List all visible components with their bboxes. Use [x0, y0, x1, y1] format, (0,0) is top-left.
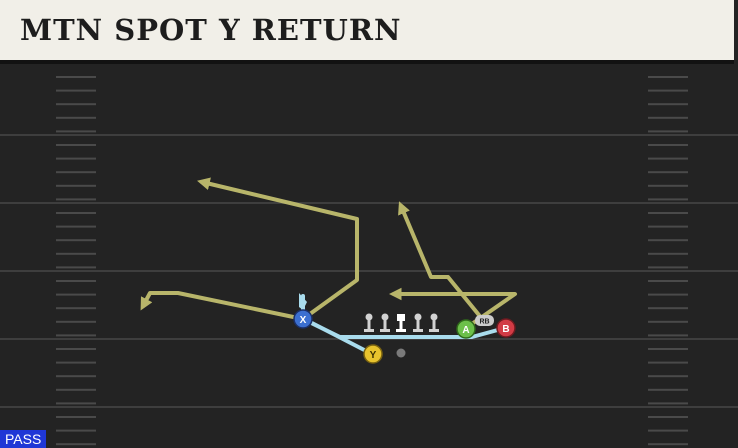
hash-mark [56, 307, 96, 310]
hash-mark [56, 334, 96, 337]
center-icon [396, 314, 406, 332]
hash-mark [648, 429, 688, 432]
hash-mark [56, 171, 96, 174]
title-bar: MTN SPOT Y RETURN [0, 0, 734, 64]
hash-mark [56, 252, 96, 255]
hash-marks [56, 76, 688, 446]
player-y-label: Y [370, 350, 377, 361]
hash-mark [56, 239, 96, 242]
hash-mark [56, 144, 96, 146]
hash-mark [56, 280, 96, 282]
hash-mark [648, 239, 688, 242]
hash-mark [56, 320, 96, 323]
hash-mark [648, 212, 688, 214]
hash-mark [648, 266, 688, 269]
hash-mark [56, 198, 96, 201]
lineman-icon [413, 313, 423, 332]
player-y[interactable]: Y [363, 344, 383, 364]
hash-mark [648, 348, 688, 350]
hash-mark [56, 429, 96, 432]
hash-mark [648, 116, 688, 119]
hash-mark [56, 388, 96, 391]
hash-mark [648, 103, 688, 106]
hash-mark [56, 443, 96, 446]
hash-mark [56, 225, 96, 228]
hash-mark [648, 280, 688, 282]
hash-mark [56, 375, 96, 378]
hash-mark [56, 348, 96, 350]
play-title: MTN SPOT Y RETURN [20, 13, 402, 47]
player-x[interactable]: X [293, 309, 313, 329]
route-a-return [388, 287, 517, 330]
hash-mark [56, 361, 96, 364]
lineman-icon [364, 313, 374, 332]
route-rb-wheel [398, 201, 485, 322]
route-x-post-corner [197, 177, 359, 321]
hash-mark [648, 198, 688, 201]
route-x-outside [140, 291, 305, 321]
player-rb[interactable]: RB [475, 315, 494, 326]
offensive-line [364, 313, 439, 358]
player-b[interactable]: B [496, 318, 516, 338]
hash-mark [648, 89, 688, 92]
hash-mark [56, 266, 96, 269]
qb-icon [396, 348, 406, 358]
player-b-label: B [502, 324, 509, 335]
hash-mark [56, 103, 96, 106]
play-type-badge: PASS [0, 430, 47, 448]
hash-mark [56, 76, 96, 78]
hash-mark [648, 416, 688, 418]
hash-mark [648, 293, 688, 296]
yard-lines [0, 134, 738, 408]
hash-mark [648, 144, 688, 146]
hash-mark [648, 361, 688, 364]
player-a[interactable]: A [456, 319, 476, 339]
hash-mark [56, 212, 96, 214]
hash-mark [56, 89, 96, 92]
player-rb-label: RB [479, 319, 489, 326]
hash-mark [648, 130, 688, 133]
hash-mark [648, 443, 688, 446]
hash-mark [56, 116, 96, 119]
player-x-label: X [300, 315, 307, 326]
hash-mark [56, 184, 96, 187]
hash-mark [56, 402, 96, 405]
lineman-icon [429, 313, 439, 332]
hash-mark [648, 307, 688, 310]
hash-mark [648, 76, 688, 78]
hash-mark [648, 402, 688, 405]
player-a-label: A [462, 325, 469, 336]
hash-mark [56, 130, 96, 133]
football-field: X Y A B RB [0, 76, 738, 446]
hash-mark [648, 252, 688, 255]
hash-mark [648, 320, 688, 323]
hash-mark [648, 184, 688, 187]
hash-mark [648, 171, 688, 174]
hash-mark [648, 375, 688, 378]
hash-mark [648, 225, 688, 228]
hash-mark [648, 388, 688, 391]
lineman-icon [380, 313, 390, 332]
hash-mark [648, 157, 688, 160]
hash-mark [56, 416, 96, 418]
hash-mark [56, 157, 96, 160]
hash-mark [56, 293, 96, 296]
hash-mark [648, 334, 688, 337]
